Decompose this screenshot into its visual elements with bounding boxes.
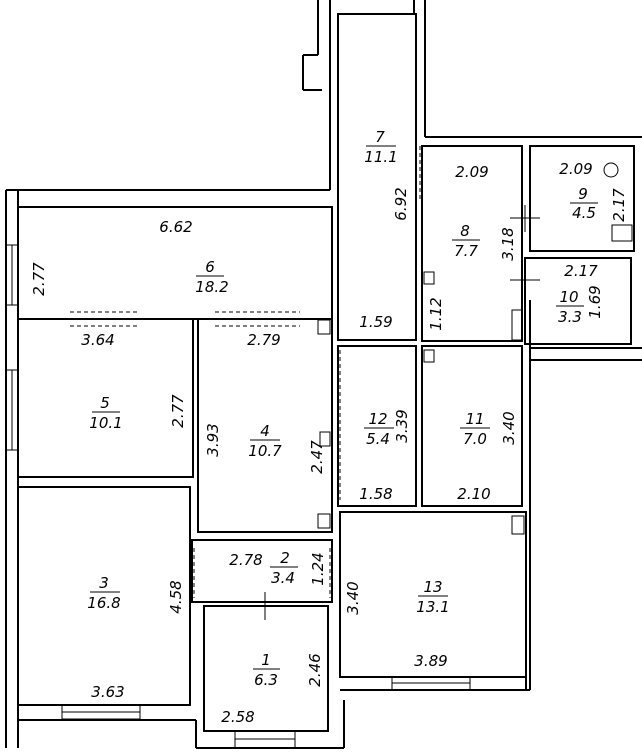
dim-r8-nook: 1.12	[427, 297, 445, 330]
dim-r12-width: 1.58	[359, 485, 392, 503]
windows	[5, 244, 471, 749]
fixtures	[248, 162, 633, 620]
dim-r8-width: 2.09	[455, 163, 488, 181]
room-2-area: 3.4	[271, 569, 295, 587]
room-9-number: 9	[578, 185, 588, 203]
dim-r2-width: 2.78	[229, 551, 262, 569]
dim-r3-width: 3.63	[91, 683, 124, 701]
dim-r10-width: 2.17	[564, 262, 598, 280]
dim-r6-height: 2.77	[30, 262, 48, 296]
room-8-area: 7.7	[454, 242, 478, 260]
dim-r3-height: 4.58	[167, 580, 185, 613]
dim-r9-width: 2.09	[559, 160, 592, 178]
room-1-number: 1	[261, 651, 271, 669]
dim-r1-height: 2.46	[306, 653, 324, 686]
dim-r12-height: 3.39	[393, 409, 411, 442]
room-3-area: 16.8	[87, 594, 120, 612]
room-13-area: 13.1	[416, 598, 449, 616]
dim-r1-width: 2.58	[221, 708, 254, 726]
dimension-labels: 6.62 2.77 3.64 2.77 2.79 3.93 2.47 3.63 …	[30, 160, 628, 726]
openings	[70, 146, 485, 598]
room-6-number: 6	[205, 258, 215, 276]
room-5-area: 10.1	[89, 414, 122, 432]
room-10-area: 3.3	[558, 308, 582, 326]
room-5-number: 5	[100, 394, 110, 412]
dim-r9-height: 2.17	[610, 188, 628, 222]
room-labels: 6 18.2 5 10.1 4 10.7 3 16.8 2 3.4 1 6.3 …	[87, 128, 598, 689]
room-13-number: 13	[423, 578, 442, 596]
dim-r4-height-left: 3.93	[204, 423, 222, 456]
room-10-number: 10	[559, 288, 578, 306]
dim-r8-height: 3.18	[499, 227, 517, 260]
room-3-number: 3	[99, 574, 109, 592]
room-4-area: 10.7	[248, 442, 282, 460]
room-9-area: 4.5	[572, 204, 596, 222]
dim-r5-height: 2.77	[169, 394, 187, 428]
dim-r13-height: 3.40	[344, 581, 362, 614]
room-7-number: 7	[375, 128, 385, 146]
dim-r5-width: 3.64	[81, 331, 114, 349]
room-11-area: 7.0	[463, 430, 487, 448]
dim-r2-height: 1.24	[309, 552, 327, 585]
room-12-number: 12	[368, 410, 387, 428]
dim-r10-height: 1.69	[586, 285, 604, 318]
room-1-area: 6.3	[254, 671, 278, 689]
room-11-number: 11	[465, 410, 484, 428]
dim-r11-height: 3.40	[500, 411, 518, 444]
room-6-area: 18.2	[195, 278, 228, 296]
dim-r7-length: 6.92	[392, 187, 410, 220]
room-12-area: 5.4	[366, 430, 390, 448]
dim-r4-height-right: 2.47	[308, 440, 326, 474]
dim-r4-width: 2.79	[247, 331, 280, 349]
walls	[5, 0, 642, 749]
dim-r13-width: 3.89	[414, 652, 447, 670]
dim-r7-width: 1.59	[359, 313, 392, 331]
room-8-number: 8	[460, 222, 470, 240]
toilet-icon	[603, 162, 619, 178]
dim-r11-width: 2.10	[457, 485, 490, 503]
room-4-number: 4	[260, 422, 270, 440]
dim-r6-width: 6.62	[159, 218, 192, 236]
room-2-number: 2	[280, 549, 290, 567]
room-7-area: 11.1	[364, 148, 397, 166]
